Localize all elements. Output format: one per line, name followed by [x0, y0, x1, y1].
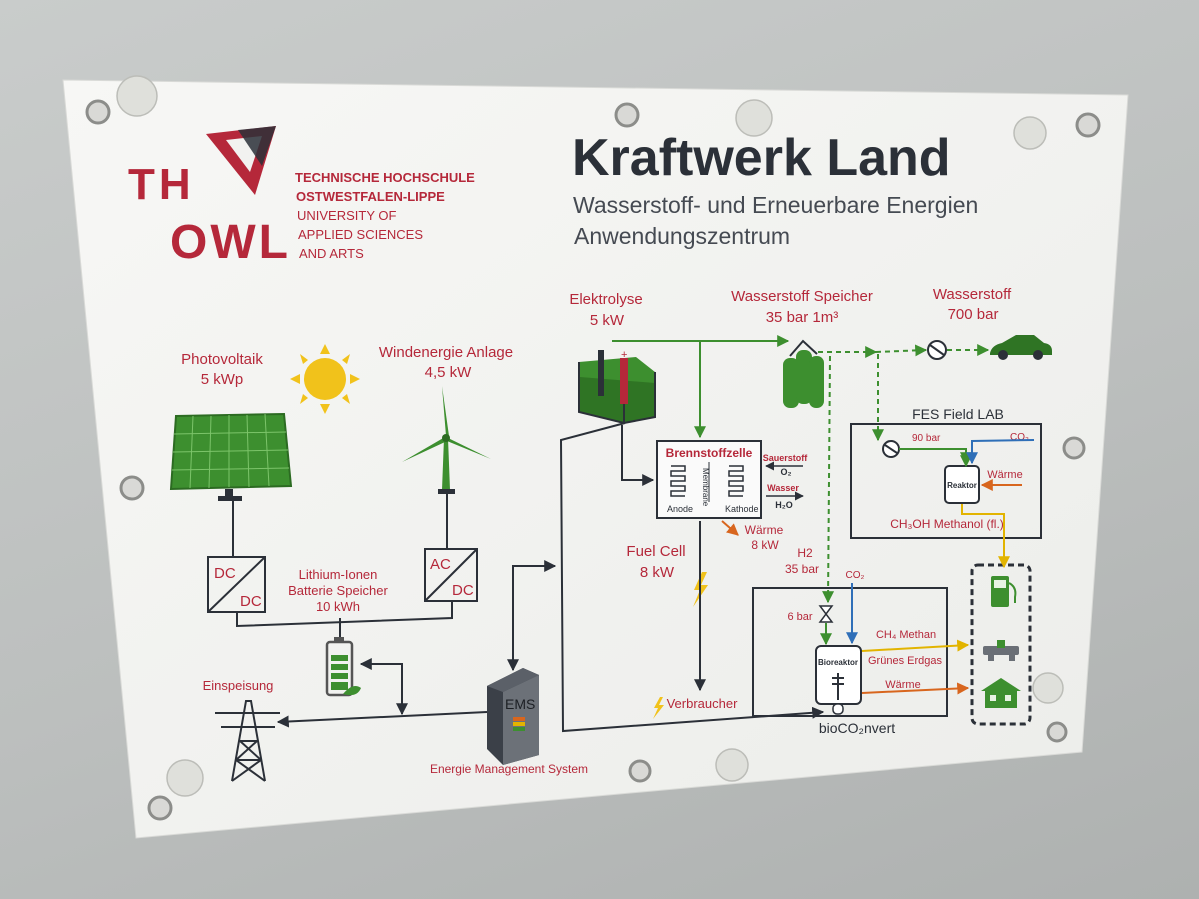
bioconvert-label: bioCO₂nvert [819, 720, 895, 736]
battery-label-1: Lithium-Ionen [299, 567, 378, 582]
poster-sheet [62, 79, 1129, 839]
solar-panel-icon [169, 412, 293, 501]
h2-storage-label-2: 35 bar 1m³ [766, 309, 839, 326]
dc-dc-converter: DC DC [207, 556, 266, 613]
product-lines [861, 504, 1010, 652]
grommets [85, 99, 1101, 821]
oxygen-label: Sauerstoff [763, 453, 809, 463]
bioreactor-label: Bioreaktor [818, 658, 858, 667]
h2o-label: H₂O [775, 500, 793, 510]
h2-35-label-1: H2 [797, 546, 813, 560]
wind-label-1: Windenergie Anlage [379, 344, 513, 361]
consumer-lightning-icon [653, 697, 664, 719]
ac-bottom-label: DC [452, 582, 474, 599]
green-gas-label: Grünes Erdgas [868, 655, 942, 667]
gas-pipe-icon [983, 640, 1019, 661]
bio-heat-label: Wärme [885, 679, 920, 691]
sun-icon [290, 344, 360, 414]
fes-lab-box [850, 423, 1042, 539]
dc-bottom-label: DC [240, 593, 262, 610]
bioconvert-box [752, 587, 948, 717]
house-icon [981, 678, 1021, 708]
logo-owl: OWL [170, 216, 291, 269]
fc-heat-label-1: Wärme [745, 523, 784, 537]
stirrer-icon [832, 673, 844, 700]
car-icon [990, 335, 1052, 360]
fuel-cell-box: Brennstoffzelle Membrane Anode Kathode [656, 440, 762, 519]
hydrogen-dashed-lines [818, 344, 990, 604]
wind-turbine-icon [402, 386, 491, 494]
bio-co2-label: CO₂ [846, 570, 865, 581]
heat-lines [861, 479, 1022, 695]
poster-subtitle-2: Anwendungszentrum [574, 223, 790, 249]
reactor-label: Reaktor [947, 481, 977, 490]
battery-label-2: Batterie Speicher [288, 583, 388, 598]
fes-compressor-icon [882, 440, 900, 458]
bar6-label: 6 bar [787, 611, 812, 623]
ac-top-label: AC [430, 556, 451, 573]
bar90-label: 90 bar [912, 433, 941, 444]
pv-label-2: 5 kWp [201, 371, 244, 388]
svg-text:+: + [621, 349, 627, 361]
co2-lines [846, 439, 1035, 645]
h2-700-label-1: Wasserstoff [933, 286, 1012, 303]
h2-storage-label-1: Wasserstoff Speicher [731, 288, 873, 305]
consumer-label: Verbraucher [667, 696, 738, 711]
ac-dc-converter: AC DC [424, 548, 478, 602]
gas-cylinders-icon [783, 339, 824, 408]
pv-label-1: Photovoltaik [181, 351, 263, 368]
fuel-pump-icon [991, 576, 1017, 607]
fuel-cell-label-1: Fuel Cell [626, 543, 685, 560]
water-label: Wasser [767, 483, 799, 493]
o2-label: O₂ [781, 467, 792, 477]
poster-subtitle-1: Wasserstoff- und Erneuerbare Energien [573, 192, 978, 218]
valve-icon [818, 605, 834, 623]
fes-co2-label: CO₂ [1010, 432, 1029, 443]
fes-lab-title: FES Field LAB [912, 406, 1004, 422]
logo-line-3: UNIVERSITY OF [297, 208, 397, 223]
reactor-heat-label: Wärme [987, 469, 1022, 481]
power-pylon-icon [215, 700, 280, 782]
h2-700-label-2: 700 bar [948, 306, 999, 323]
logo-line-5: AND ARTS [299, 246, 364, 261]
fuel-cell-title: Brennstoffzelle [666, 446, 753, 460]
electrolyser-label-1: Elektrolyse [569, 291, 642, 308]
ems-label: EMS [505, 696, 535, 712]
battery-icon [325, 637, 361, 697]
connection-lines [232, 422, 825, 733]
fc-heat-label-2: 8 kW [751, 538, 779, 552]
logo-line-4: APPLIED SCIENCES [298, 227, 423, 242]
poster-title: Kraftwerk Land [572, 129, 951, 187]
methane-label: CH₄ Methan [876, 629, 936, 641]
h2-35-label-2: 35 bar [785, 562, 819, 576]
magnets [116, 75, 1064, 797]
wind-label-2: 4,5 kW [425, 364, 473, 381]
membrane-label: Membrane [701, 468, 710, 507]
logo-th: TH [128, 160, 195, 209]
fuel-cell-label-2: 8 kW [640, 564, 675, 581]
logo-line-2: OSTWESTFALEN-LIPPE [296, 189, 445, 204]
ems-device-icon: EMS [487, 668, 539, 765]
electrolyser-label-2: 5 kW [590, 312, 625, 329]
anode-label: Anode [667, 504, 693, 514]
methanol-label: CH₃OH Methanol (fl.) [890, 517, 1004, 531]
compressor-icon [927, 340, 947, 360]
kathode-label: Kathode [725, 504, 759, 514]
university-logo: TH OWL TECHNISCHE HOCHSCHULE OSTWESTFALE… [128, 126, 475, 269]
dc-top-label: DC [214, 565, 236, 582]
logo-line-1: TECHNISCHE HOCHSCHULE [295, 170, 475, 185]
ems-caption: Energie Management System [430, 762, 588, 776]
feed-in-label: Einspeisung [203, 678, 274, 693]
battery-label-3: 10 kWh [316, 599, 360, 614]
